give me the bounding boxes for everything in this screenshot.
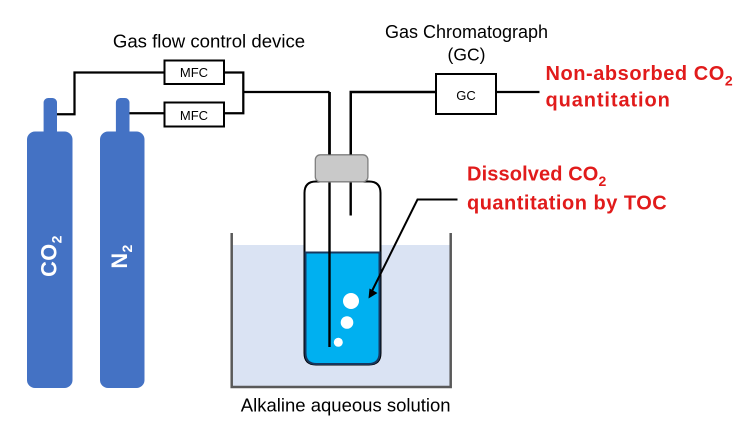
svg-text:Gas flow control device: Gas flow control device [113,30,305,51]
svg-text:MFC: MFC [180,108,208,123]
svg-text:GC: GC [456,88,476,103]
svg-text:Dissolved CO2: Dissolved CO2 [467,164,606,189]
svg-text:quantitation by TOC: quantitation by TOC [467,193,667,215]
svg-text:(GC): (GC) [448,45,486,65]
svg-text:quantitation: quantitation [546,89,671,111]
svg-text:Non-absorbed CO2: Non-absorbed CO2 [546,63,734,88]
svg-text:Alkaline aqueous solution: Alkaline aqueous solution [241,395,451,416]
svg-text:MFC: MFC [180,65,208,80]
svg-text:Gas Chromatograph: Gas Chromatograph [385,22,548,42]
